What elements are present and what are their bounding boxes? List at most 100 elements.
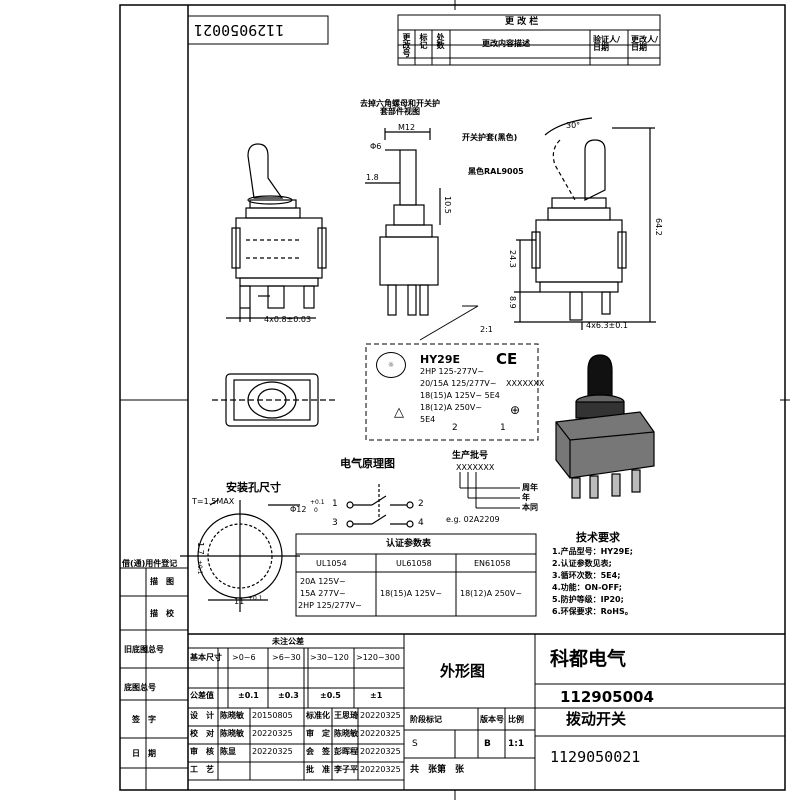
signoff-date: 20150805: [252, 711, 293, 720]
strip-sign: 签 字: [132, 715, 156, 724]
company-name: 科都电气: [550, 648, 627, 670]
signoff-name2: 李子平: [334, 765, 358, 774]
label-plate: [365, 343, 539, 441]
mounting-width: 11: [234, 597, 245, 606]
cert-mark-icon: ⊕: [510, 403, 521, 417]
tech-item: 2.认证参数见表;: [552, 559, 612, 568]
version-label: 版本号: [480, 715, 504, 724]
dim-1-8: 1.8: [366, 173, 379, 182]
color-label: 黑色RAL9005: [468, 167, 524, 176]
cert-ul1054-line: 15A 277V~: [300, 589, 346, 598]
revision-col-no: 更改号: [402, 33, 411, 57]
tech-item: 5.防护等级：IP20;: [552, 595, 624, 604]
rotated-drawing-number: 1129050021: [194, 21, 285, 39]
revision-title: 更 改 栏: [505, 17, 539, 27]
right-view: [514, 117, 656, 330]
left-terminal-dim: 4x0.8±0.03: [264, 315, 312, 324]
top-view: [212, 373, 336, 427]
side-view: [365, 128, 441, 316]
mounting-dia-tol-up: +0.1: [310, 499, 325, 506]
signoff-name: 陈显: [220, 747, 236, 756]
plate-model: HY29E: [420, 353, 460, 366]
tolerance-value: ±0.5: [320, 691, 341, 700]
tolerance-value: ±1: [370, 691, 383, 700]
dim-64-2: 64.2: [654, 218, 663, 236]
signoff-role2: 审 定: [306, 729, 330, 738]
tolerance-value: ±0.3: [278, 691, 299, 700]
cover-label: 开关护套(黑色): [462, 133, 518, 142]
sheet-count: 共 张第 张: [410, 765, 465, 775]
batch-example: e.g. 02A2209: [446, 515, 500, 524]
plate-pin-2: 2: [452, 423, 458, 433]
drawing-number: 1129050021: [550, 748, 641, 766]
tech-item: 4.功能：ON-OFF;: [552, 583, 622, 592]
front-view: [226, 143, 327, 322]
signoff-role2: 标准化: [306, 711, 330, 720]
ratio-value: 1:1: [508, 739, 525, 749]
cert-title: 认证参数表: [386, 539, 432, 549]
right-terminal-dim: 4x6.3±0.1: [586, 321, 628, 330]
tolerance-range: >30~120: [310, 653, 349, 662]
mounting-hole: [180, 499, 300, 612]
circuit-title: 电气原理图: [340, 457, 395, 470]
plate-line-4: 18(12)A 250V~: [420, 403, 483, 412]
tech-item: 3.循环次数：5E4;: [552, 571, 621, 580]
revision-col-approve: 更改人/日期: [631, 35, 658, 52]
mounting-title: 安装孔尺寸: [226, 481, 281, 494]
signoff-name2: 彭晖程: [334, 747, 358, 756]
scale-2-1: 2:1: [480, 325, 493, 334]
batch-code: XXXXXXX: [456, 463, 495, 472]
plate-line-5: 5E4: [420, 415, 436, 424]
plate-pin-1: 1: [500, 423, 506, 433]
revision-col-desc: 更改内容描述: [482, 39, 530, 48]
plate-line-3: 18(15)A 125V~ 5E4: [420, 391, 500, 400]
strip-old-no: 旧底图总号: [124, 645, 164, 654]
strip-reg: 借(通)用件登记: [122, 559, 178, 568]
strip-check: 描 校: [150, 609, 174, 618]
signoff-date: 20220325: [252, 729, 293, 738]
signoff-role: 工 艺: [190, 765, 214, 774]
drawing-type: 外形图: [440, 662, 486, 680]
plate-line-2: 20/15A 125/277V~: [420, 379, 497, 388]
signoff-role: 校 对: [190, 729, 214, 738]
signoff-date2: 20220325: [360, 747, 401, 756]
mounting-height: 1.7: [196, 542, 205, 555]
circuit-pin-1: 1: [332, 499, 338, 509]
circuit-pin-4: 4: [418, 518, 424, 528]
tolerance-range: >120~300: [356, 653, 400, 662]
dim-8-9: 8.9: [508, 296, 517, 309]
mounting-width-tol: +0.1: [248, 595, 263, 602]
tech-item: 6.环保要求：RoHS。: [552, 607, 633, 616]
batch-title: 生产批号: [452, 451, 489, 461]
signoff-name: 陈晓敏: [220, 729, 244, 738]
strip-draw: 描 图: [150, 577, 174, 586]
signoff-role2: 会 签: [306, 747, 330, 756]
cert-header-ul61058: UL61058: [396, 559, 432, 568]
signoff-date2: 20220325: [360, 711, 401, 720]
switch-illustration: [555, 354, 655, 499]
version-value: B: [484, 739, 491, 749]
cert-header-ul1054: UL1054: [316, 559, 347, 568]
batch-code-leader: [459, 472, 520, 509]
tolerance-range: >6~30: [272, 653, 301, 662]
signoff-role2: 批 准: [306, 765, 330, 774]
mounting-height-tol: +0.1: [196, 560, 203, 575]
circuit-pin-2: 2: [418, 499, 424, 509]
revision-table: [397, 14, 661, 66]
dim-10-5: 10.5: [443, 196, 452, 214]
drawing-frame: [119, 4, 786, 791]
cert-ul1054-line: 20A 125V~: [300, 577, 346, 586]
tech-item: 1.产品型号：HY29E;: [552, 547, 633, 556]
batch-day: 本同: [522, 503, 538, 512]
dim-d6: Φ6: [370, 142, 382, 151]
strip-date: 日 期: [132, 749, 156, 758]
left-strip-grid: [120, 567, 188, 790]
mounting-thickness: T=1.5MAX: [192, 497, 235, 506]
cert-header-en61058: EN61058: [474, 559, 511, 568]
tolerance-range: >0~6: [232, 653, 256, 662]
brand-logo-icon: ☼: [376, 352, 406, 378]
mounting-dia: Φ12: [290, 505, 307, 514]
warning-triangle-icon: △: [394, 405, 404, 420]
tolerance-size-label: 基本尺寸: [190, 653, 222, 662]
